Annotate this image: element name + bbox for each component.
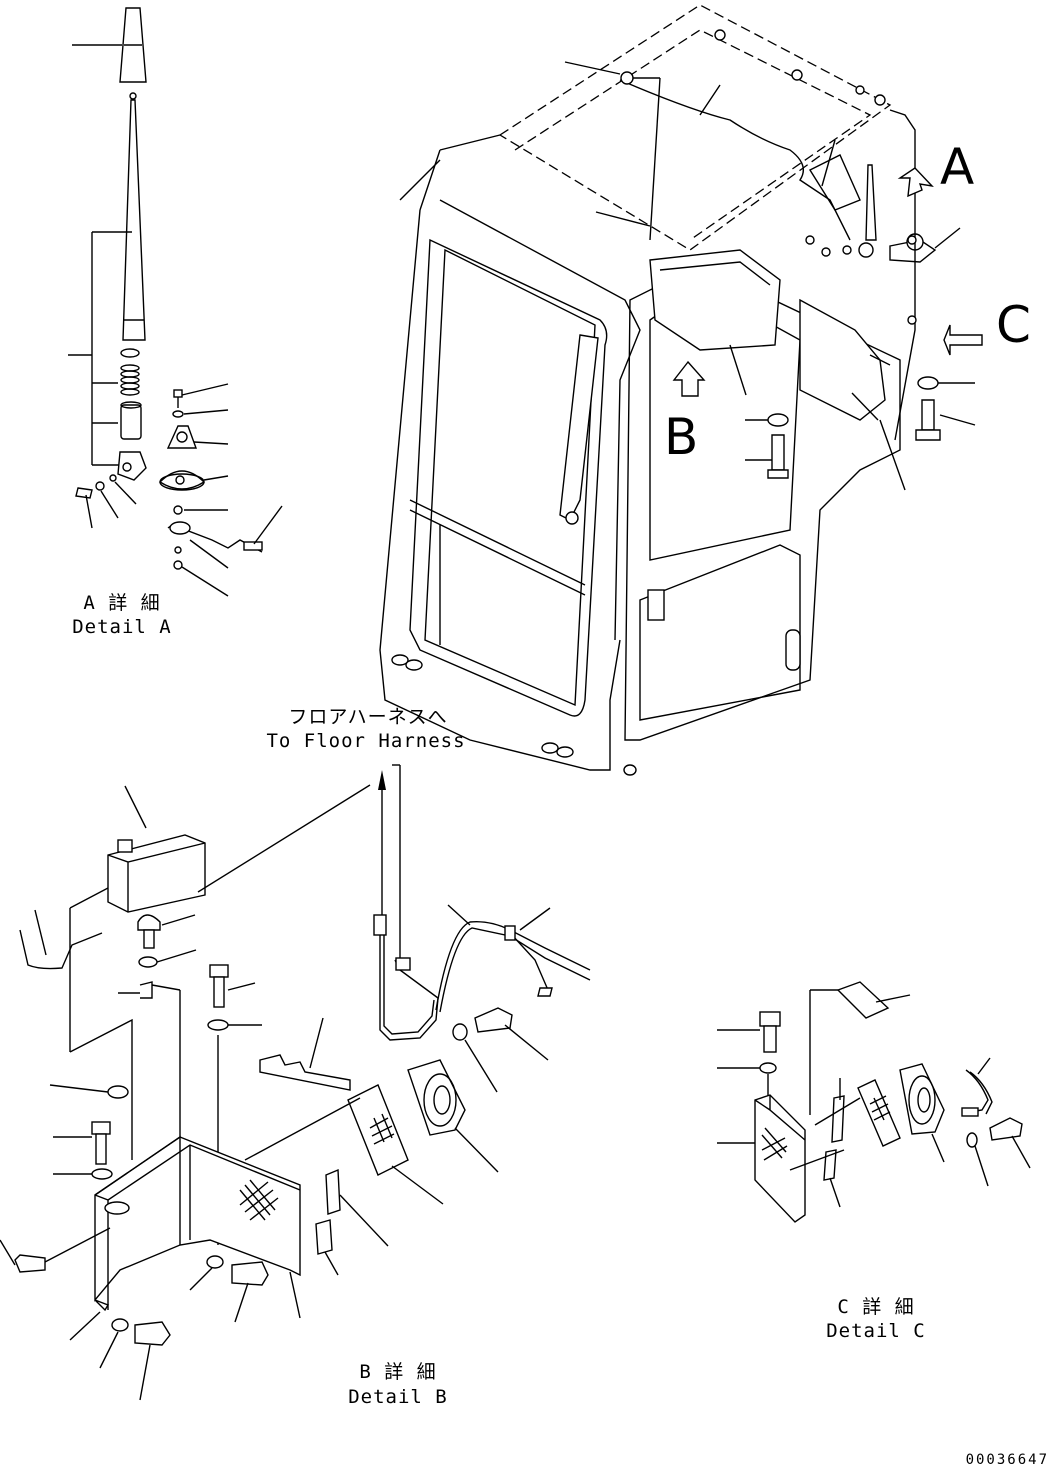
floor-harness-label-en: To Floor Harness xyxy=(266,730,466,752)
cab-speaker-box-b xyxy=(649,249,781,351)
floor-harness-label-jp: フロアハーネスへ xyxy=(288,706,448,728)
cab-front-glass xyxy=(409,238,608,717)
antenna-rod xyxy=(122,99,146,341)
bracket-plate xyxy=(259,1054,351,1091)
speaker-box-c xyxy=(754,1094,806,1223)
cab-antenna xyxy=(865,164,877,241)
view-arrow-b xyxy=(672,360,706,397)
grille-plate-c xyxy=(857,1079,901,1147)
cab-left-frame xyxy=(379,134,621,771)
o-ring xyxy=(120,348,140,358)
detail-b-assembly xyxy=(0,764,591,1401)
cab-assembly xyxy=(379,4,976,776)
radio-unit xyxy=(107,834,206,913)
view-arrow-a xyxy=(897,167,934,198)
detail-b-title-en: Detail B xyxy=(348,1386,448,1408)
wiper-blade xyxy=(559,334,599,521)
antenna-base xyxy=(117,451,147,481)
view-arrows xyxy=(672,167,983,397)
view-label-a: A xyxy=(940,138,975,196)
detail-a-title-en: Detail A xyxy=(72,616,172,638)
detail-b-title-jp: B 詳 細 xyxy=(359,1361,437,1383)
view-arrow-c xyxy=(943,324,983,356)
detail-c-title-en: Detail C xyxy=(826,1320,926,1342)
detail-c-assembly xyxy=(717,981,1031,1223)
speaker-box xyxy=(94,1136,301,1302)
roof-harness xyxy=(619,79,851,241)
drawing-number: 00036647 xyxy=(965,1452,1049,1468)
cab-roof xyxy=(498,4,892,251)
spring xyxy=(120,364,140,396)
speaker-harness xyxy=(379,915,439,1041)
speaker-grille-plate xyxy=(347,1084,409,1176)
sleeve xyxy=(120,404,142,440)
view-label-c: C xyxy=(996,296,1031,354)
speaker-c xyxy=(899,1063,945,1135)
antenna-assembly xyxy=(68,7,283,597)
detail-c-title-jp: C 詳 細 xyxy=(837,1296,915,1318)
view-label-b: B xyxy=(664,408,699,466)
bracket-c xyxy=(836,981,890,1019)
detail-a-title-jp: A 詳 細 xyxy=(83,592,161,614)
cab-speaker-box-c xyxy=(799,298,886,421)
grille xyxy=(239,1179,279,1221)
speaker xyxy=(407,1059,466,1136)
mount-bracket xyxy=(166,425,197,449)
